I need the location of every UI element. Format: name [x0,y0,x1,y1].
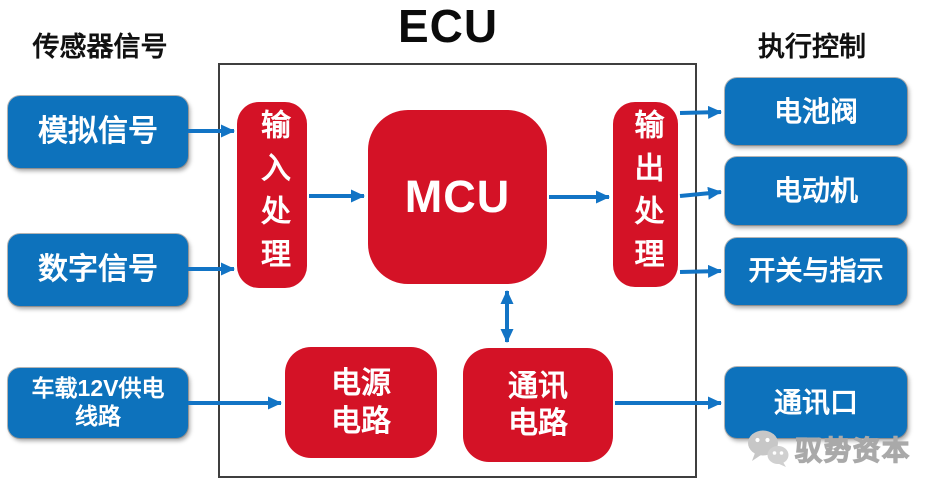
watermark-text: 驭势资本 [794,435,911,466]
analog-signal-box: 模拟信号 [8,96,188,168]
power-circuit-box: 电源 电路 [285,347,437,458]
page-title: ECU [397,0,499,52]
execution-control-header: 执行控制 [758,31,866,62]
switch-indicator-box: 开关与指示 [725,238,907,305]
vehicle-12v-supply-box: 车载12V供电 线路 [8,368,188,438]
sensor-signals-header: 传感器信号 [32,31,168,62]
battery-valve-box: 电池阀 [725,78,907,145]
comm-port-box: 通讯口 [725,367,907,438]
mcu-box: MCU [368,110,547,284]
output-processing-box: 输出处理 [613,102,678,287]
comm-circuit-box: 通讯 电路 [463,348,613,462]
electric-motor-box: 电动机 [725,157,907,225]
wechat-icon [748,430,789,467]
input-processing-box: 输入处理 [237,102,307,288]
watermark: 驭势资本 [746,426,921,470]
digital-signal-box: 数字信号 [8,234,188,306]
